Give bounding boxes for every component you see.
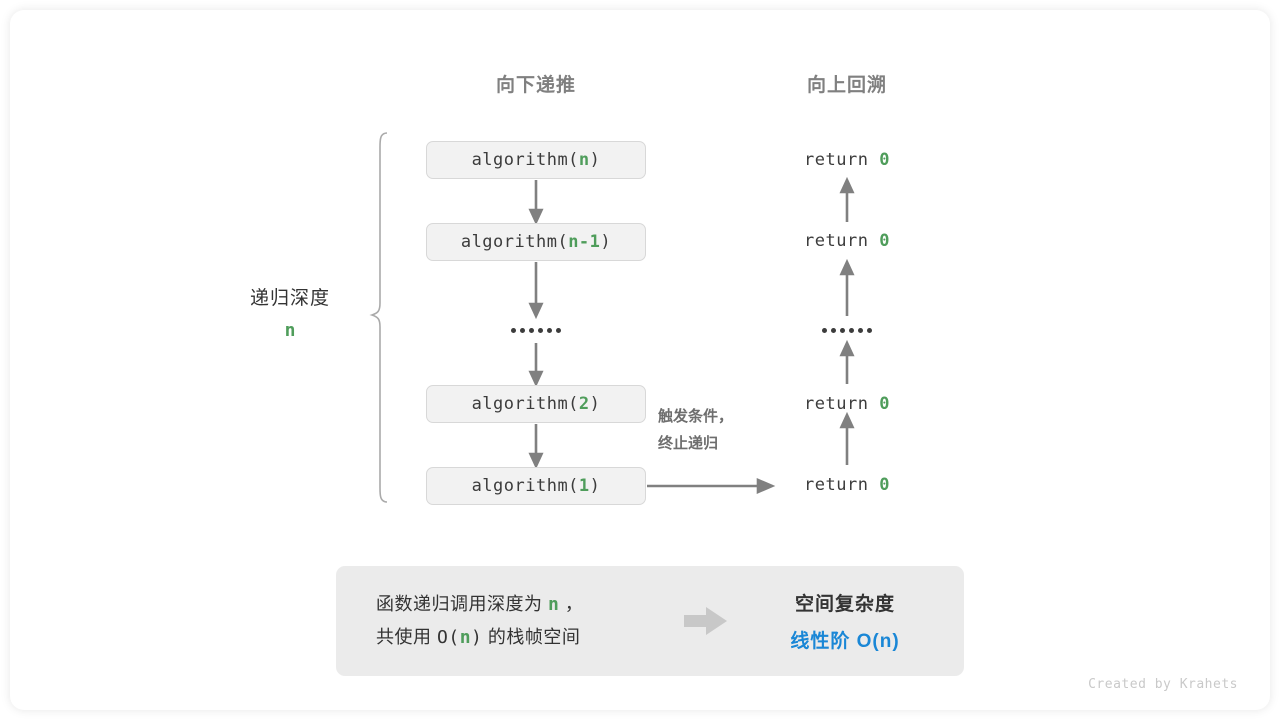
terminate-note-line-1: 触发条件，: [658, 408, 734, 425]
ellipsis-dot: [529, 328, 534, 333]
return-keyword: return: [804, 150, 869, 170]
ellipsis-dot: [547, 328, 552, 333]
ellipsis-dot: [538, 328, 543, 333]
ellipsis-dot: [840, 328, 845, 333]
ellipsis-backtrack: [822, 328, 872, 333]
summary-arrow-slot: [676, 606, 736, 636]
call-box-prefix: algorithm(: [471, 476, 579, 496]
column-header-descend: 向下递推: [495, 75, 577, 96]
summary-line-1-text: 函数递归调用深度为: [376, 594, 543, 614]
call-box-arg: n: [578, 150, 590, 170]
arrow-down-3-head: [528, 370, 544, 388]
call-box-prefix: algorithm(: [460, 232, 569, 252]
complexity-title: 空间复杂度: [794, 594, 895, 615]
return-statement: return 0: [804, 231, 890, 251]
ellipsis-dot: [849, 328, 854, 333]
ellipsis-descend: [511, 328, 561, 333]
arrow-down-4-head: [528, 452, 544, 470]
summary-line-2-var: n: [459, 627, 472, 648]
call-box-prefix: algorithm(: [471, 150, 579, 170]
call-box-suffix: ): [589, 476, 601, 496]
author-credit: Created by Krahets: [1088, 677, 1238, 692]
arrow-up-4-head: [839, 176, 855, 194]
recursion-depth-value: n: [284, 320, 296, 341]
summary-line-2-tail: 的栈帧空间: [487, 627, 581, 647]
terminate-note-line-2: 终止递归: [658, 435, 719, 452]
ellipsis-dot: [822, 328, 827, 333]
return-value: 0: [879, 394, 890, 414]
ellipsis-dot: [520, 328, 525, 333]
return-value: 0: [879, 231, 890, 251]
arrow-down-2-head: [528, 302, 544, 320]
ellipsis-dot: [867, 328, 872, 333]
return-statement: return 0: [804, 150, 890, 170]
complexity-result: 空间复杂度 线性阶 O(n): [736, 589, 964, 653]
arrow-up-3-head: [839, 258, 855, 276]
return-keyword: return: [804, 394, 869, 414]
summary-line-1: 函数递归调用深度为 n ，: [376, 588, 676, 621]
call-box[interactable]: algorithm(1): [426, 467, 646, 505]
return-value: 0: [879, 475, 890, 495]
column-header-backtrack: 向上回溯: [806, 75, 888, 96]
diagram-card: 向下递推 向上回溯: [10, 10, 1270, 710]
summary-line-1-comma: ，: [564, 594, 584, 614]
return-value: 0: [879, 150, 890, 170]
call-box-suffix: ): [589, 150, 601, 170]
call-box-suffix: ): [589, 394, 601, 414]
return-statement: return 0: [804, 475, 890, 495]
call-box-prefix: algorithm(: [471, 394, 579, 414]
terminate-condition-note: 触发条件， 终止递归: [658, 403, 733, 457]
call-box[interactable]: algorithm(n-1): [426, 223, 646, 261]
arrow-down-1-head: [528, 208, 544, 226]
arrow-up-2-head: [839, 339, 855, 357]
ellipsis-dot: [511, 328, 516, 333]
summary-line-2-paren: ): [471, 627, 483, 648]
call-box[interactable]: algorithm(2): [426, 385, 646, 423]
call-box-arg: 1: [578, 476, 590, 496]
complexity-value: 线性阶 O(n): [790, 631, 900, 652]
summary-panel: 函数递归调用深度为 n ， 共使用 O(n) 的栈帧空间 空间复杂度 线性阶 O…: [336, 566, 964, 676]
recursion-depth-title: 递归深度: [249, 288, 331, 309]
return-statement: return 0: [804, 394, 890, 414]
call-box-suffix: ): [600, 232, 612, 252]
return-keyword: return: [804, 231, 869, 251]
call-box-arg: 2: [578, 394, 590, 414]
arrow-up-1-head: [839, 411, 855, 429]
summary-line-2-text: 共使用: [376, 627, 432, 647]
ellipsis-dot: [831, 328, 836, 333]
summary-line-2-big-o: O(: [437, 627, 460, 648]
depth-brace: [369, 132, 388, 503]
arrow-base-case-head: [756, 478, 776, 494]
summary-line-1-var: n: [548, 594, 560, 615]
ellipsis-dot: [858, 328, 863, 333]
summary-line-2: 共使用 O(n) 的栈帧空间: [376, 621, 676, 654]
right-arrow-icon: [684, 607, 727, 635]
call-box[interactable]: algorithm(n): [426, 141, 646, 179]
ellipsis-dot: [556, 328, 561, 333]
return-keyword: return: [804, 475, 869, 495]
recursion-depth-label: 递归深度 n: [250, 283, 330, 341]
call-box-arg: n-1: [568, 232, 601, 252]
summary-description: 函数递归调用深度为 n ， 共使用 O(n) 的栈帧空间: [336, 588, 676, 654]
